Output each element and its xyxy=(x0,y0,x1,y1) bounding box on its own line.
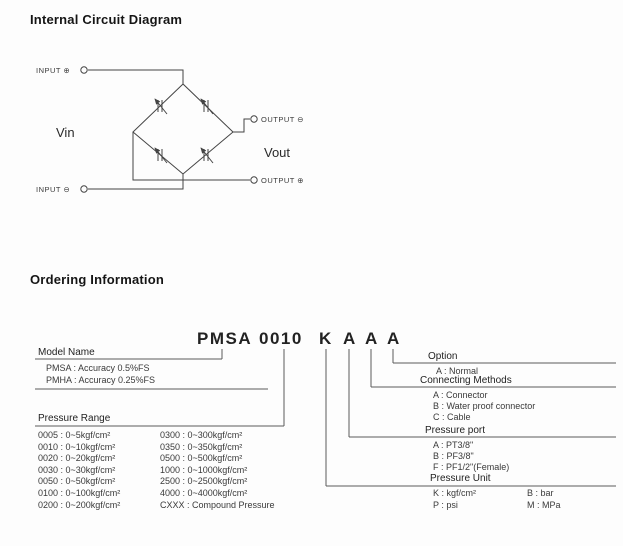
input-plus-label: INPUT ⊕ xyxy=(36,66,70,75)
wheatstone-bridge-diagram: INPUT ⊕ INPUT ⊖ OUTPUT ⊖ OUTPUT ⊕ Vin Vo… xyxy=(36,66,304,194)
part-number-segment-range: 0010 xyxy=(259,329,303,348)
output-plus-label: OUTPUT ⊕ xyxy=(261,176,304,185)
output-minus-label: OUTPUT ⊖ xyxy=(261,115,304,124)
strain-gauges xyxy=(155,99,213,163)
connecting-method-entry: C : Cable xyxy=(433,412,471,422)
pressure-range-entry: 0500 : 0~500kgf/cm² xyxy=(160,453,243,464)
pressure-range-entry: CXXX : Compound Pressure xyxy=(160,499,275,510)
pressure-range-entry: 0200 : 0~200kgf/cm² xyxy=(38,499,121,510)
connecting-method-entry: A : Connector xyxy=(433,390,488,400)
pressure-range-entry: 0100 : 0~100kgf/cm² xyxy=(38,487,121,498)
option-title: Option xyxy=(428,351,458,362)
pressure-unit-entry: K : kgf/cm² xyxy=(433,488,477,498)
model-name-title: Model Name xyxy=(38,347,95,358)
bridge-wires xyxy=(88,69,250,190)
pressure-range-entry: 0350 : 0~350kgf/cm² xyxy=(160,441,243,452)
pressure-range-entry: 0300 : 0~300kgf/cm² xyxy=(160,430,243,440)
pressure-range-entry: 0005 : 0~5kgf/cm² xyxy=(38,430,111,440)
vin-label: Vin xyxy=(56,125,75,140)
ordering-information-title: Ordering Information xyxy=(30,272,164,287)
vout-label: Vout xyxy=(264,145,290,160)
pressure-range-entry: 0050 : 0~50kgf/cm² xyxy=(38,476,116,487)
input-minus-terminal xyxy=(80,185,88,193)
pressure-range-entry: 0020 : 0~20kgf/cm² xyxy=(38,453,116,464)
output-minus-terminal xyxy=(250,115,258,123)
circuit-diagram-title: Internal Circuit Diagram xyxy=(30,12,183,27)
connecting-methods-title: Connecting Methods xyxy=(420,375,512,386)
pressure-range-entry: 0010 : 0~10kgf/cm² xyxy=(38,441,116,452)
pressure-unit-entry: M : MPa xyxy=(527,500,561,510)
output-plus-terminal xyxy=(250,176,258,184)
pressure-port-entry: A : PT3/8" xyxy=(433,440,474,450)
part-number-segment-unit: K xyxy=(319,329,333,348)
terminal-circles xyxy=(80,66,258,193)
pressure-port-items: A : PT3/8" B : PF3/8" F : PF1/2"(Female) xyxy=(433,440,509,473)
pressure-unit-entry: P : psi xyxy=(433,500,458,510)
pressure-range-entry: 2500 : 0~2500kgf/cm² xyxy=(160,476,248,487)
pressure-range-title: Pressure Range xyxy=(38,413,111,424)
pressure-range-entry: 0030 : 0~30kgf/cm² xyxy=(38,464,116,475)
pressure-port-title: Pressure port xyxy=(425,425,486,436)
pressure-range-column-1: 0005 : 0~5kgf/cm² 0010 : 0~10kgf/cm² 002… xyxy=(38,430,120,511)
connecting-methods-items: A : Connector B : Water proof connector … xyxy=(433,390,535,423)
pressure-unit-entry: B : bar xyxy=(527,488,554,498)
pressure-range-column-2: 0300 : 0~300kgf/cm² 0350 : 0~350kgf/cm² … xyxy=(160,430,275,511)
pressure-unit-title: Pressure Unit xyxy=(430,473,491,484)
pressure-range-entry: 4000 : 0~4000kgf/cm² xyxy=(160,487,248,498)
pressure-port-entry: F : PF1/2"(Female) xyxy=(433,462,510,472)
part-number-segment-option: A xyxy=(387,329,401,348)
pressure-port-entry: B : PF3/8" xyxy=(433,451,474,461)
connecting-method-entry: B : Water proof connector xyxy=(433,401,536,411)
model-name-row: PMHA : Accuracy 0.25%FS xyxy=(46,375,156,385)
part-number-segment-connecting: A xyxy=(365,329,379,348)
model-name-rows: PMSA : Accuracy 0.5%FS PMHA : Accuracy 0… xyxy=(46,362,155,386)
option-items: A : Normal xyxy=(436,366,478,377)
input-plus-terminal xyxy=(80,66,88,74)
part-number-segment-model: PMSA xyxy=(197,329,253,348)
input-minus-label: INPUT ⊖ xyxy=(36,185,70,194)
model-name-row: PMSA : Accuracy 0.5%FS xyxy=(46,363,150,373)
pressure-range-entry: 1000 : 0~1000kgf/cm² xyxy=(160,464,248,475)
part-number-segment-port: A xyxy=(343,329,357,348)
option-entry: A : Normal xyxy=(436,366,479,376)
